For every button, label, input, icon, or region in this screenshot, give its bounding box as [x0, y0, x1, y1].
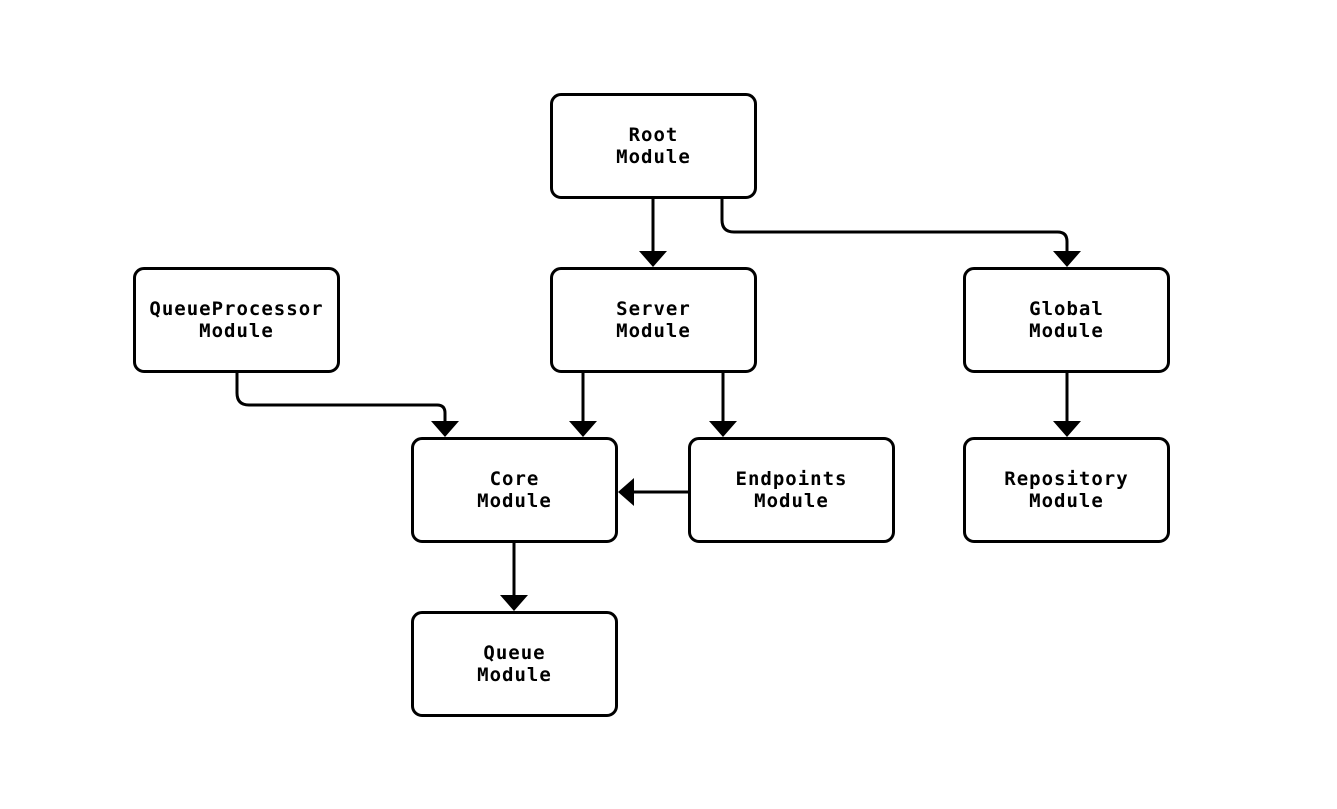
arrowhead-root-to-global [1053, 251, 1081, 267]
arrowhead-root-to-server [639, 251, 667, 267]
node-label: Endpoints Module [735, 468, 848, 512]
node-queueprocessor-module: QueueProcessor Module [133, 267, 340, 373]
arrowhead-queueprocessor-to-core [431, 421, 459, 437]
node-server-module: Server Module [550, 267, 757, 373]
arrowhead-endpoints-to-core [618, 478, 634, 506]
node-label: Repository Module [1004, 468, 1129, 512]
node-label: Queue Module [477, 642, 552, 686]
edge-root-to-global [720, 199, 1069, 251]
node-repository-module: Repository Module [963, 437, 1170, 543]
edge-queueprocessor-to-core [235, 373, 447, 421]
node-label: Server Module [616, 298, 691, 342]
node-label: Root Module [616, 124, 691, 168]
arrowhead-global-to-repository [1053, 421, 1081, 437]
arrowhead-server-to-core [569, 421, 597, 437]
node-label: Core Module [477, 468, 552, 512]
node-label: QueueProcessor Module [149, 298, 324, 342]
node-core-module: Core Module [411, 437, 618, 543]
node-root-module: Root Module [550, 93, 757, 199]
node-queue-module: Queue Module [411, 611, 618, 717]
node-global-module: Global Module [963, 267, 1170, 373]
arrowhead-core-to-queue [500, 595, 528, 611]
node-label: Global Module [1029, 298, 1104, 342]
node-endpoints-module: Endpoints Module [688, 437, 895, 543]
arrowhead-server-to-endpoints [709, 421, 737, 437]
